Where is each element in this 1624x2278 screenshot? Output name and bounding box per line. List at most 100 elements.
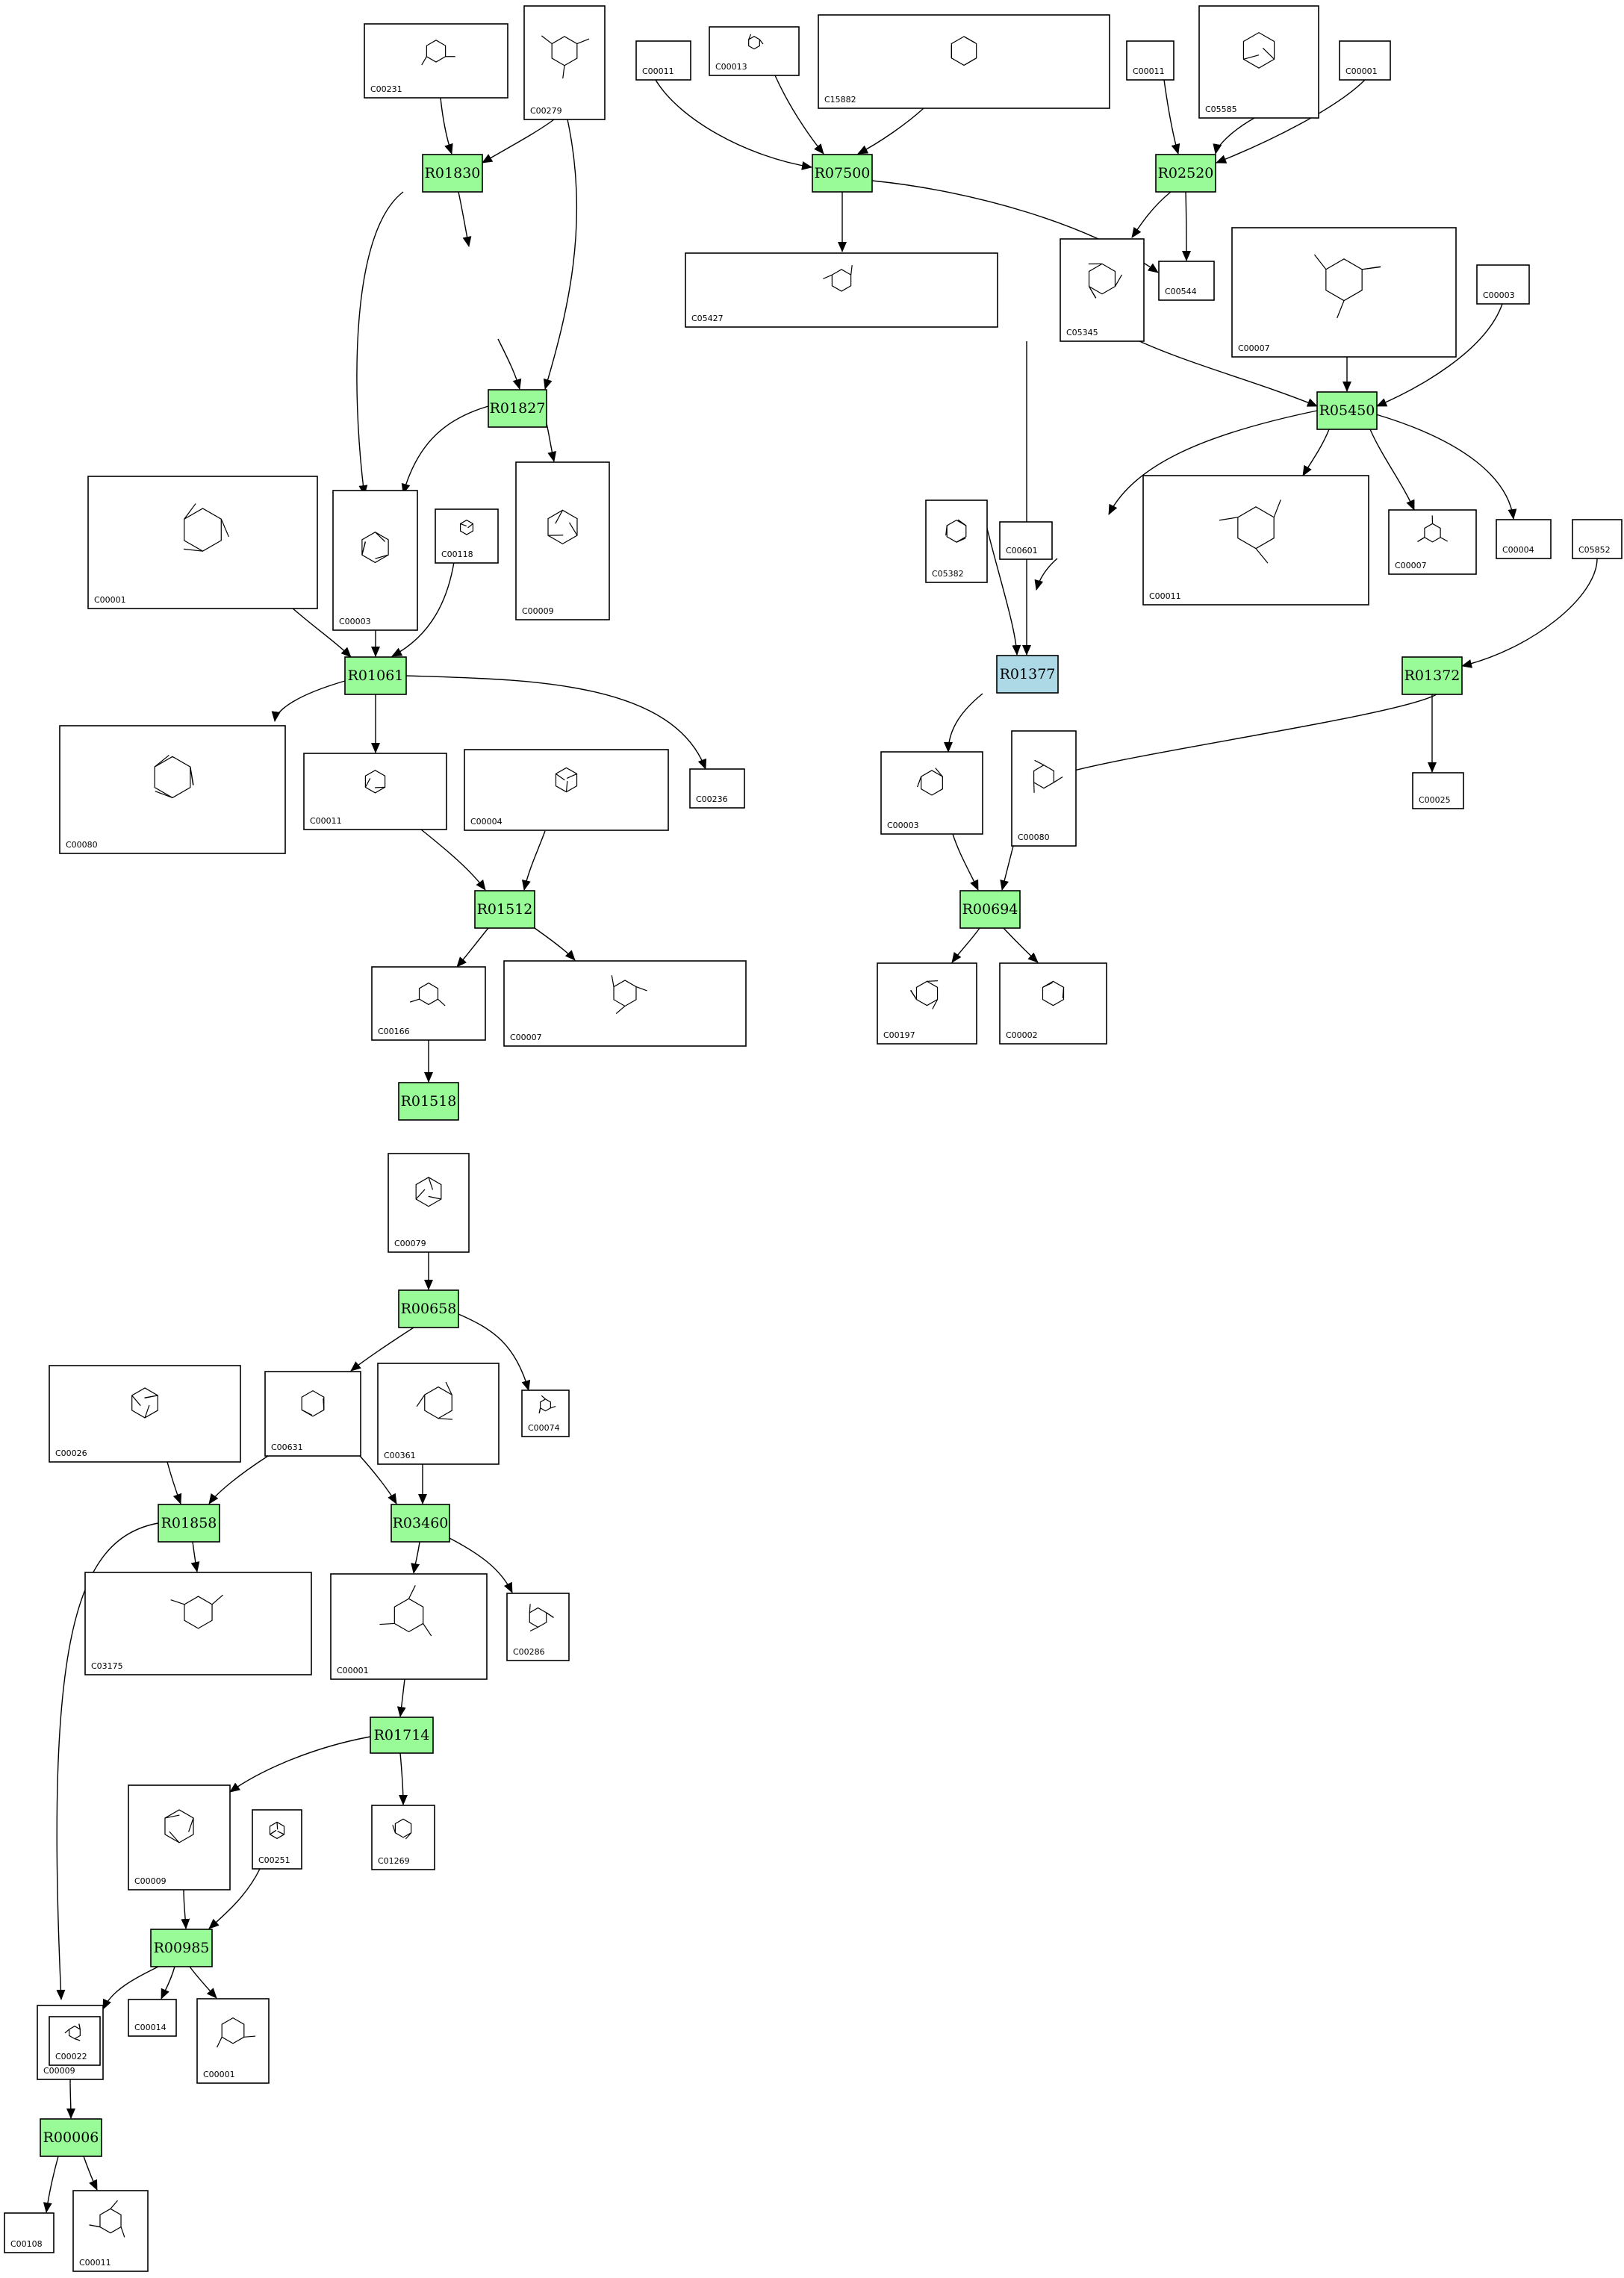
- edge-arrow: [401, 405, 489, 494]
- reaction-node[interactable]: R01714: [370, 1717, 434, 1754]
- compound-node[interactable]: C00001: [1339, 40, 1391, 81]
- compound-box: [59, 725, 286, 854]
- compound-node[interactable]: C00079: [388, 1153, 470, 1253]
- compound-node[interactable]: C00001: [330, 1573, 488, 1680]
- edge-arrow: [83, 2156, 98, 2191]
- compound-id: C00011: [642, 66, 674, 76]
- compound-node[interactable]: C05382: [925, 500, 988, 583]
- compound-node[interactable]: C00025: [1412, 772, 1464, 809]
- compound-node[interactable]: C00004: [1496, 519, 1552, 559]
- reaction-box: [959, 890, 1021, 929]
- reaction-node[interactable]: R00658: [398, 1289, 459, 1328]
- reaction-id: R01377: [1000, 666, 1056, 682]
- compound-id: C00080: [1018, 833, 1050, 842]
- compound-node[interactable]: C00236: [689, 768, 745, 809]
- compound-node[interactable]: C00013: [709, 26, 800, 76]
- compound-node[interactable]: C00007: [503, 960, 747, 1047]
- reaction-id: R01061: [348, 667, 404, 684]
- compound-node[interactable]: C05345: [1060, 238, 1145, 342]
- compound-box: [877, 962, 977, 1045]
- compound-node[interactable]: C01269: [371, 1805, 435, 1870]
- reaction-node[interactable]: R00985: [150, 1929, 213, 1967]
- compound-node[interactable]: C00279: [523, 5, 606, 120]
- compound-node[interactable]: C00011: [1142, 475, 1369, 606]
- compound-node[interactable]: C00080: [59, 725, 286, 854]
- structure-drawing: [529, 1604, 554, 1632]
- compound-node[interactable]: C00011: [1126, 40, 1175, 81]
- compound-node[interactable]: C00004: [464, 749, 669, 831]
- reaction-node[interactable]: R00006: [40, 2118, 102, 2157]
- compound-node[interactable]: C00003: [880, 751, 983, 835]
- compound-node[interactable]: C00026: [49, 1365, 241, 1463]
- edge-arrow: [391, 561, 455, 657]
- reaction-node[interactable]: R00694: [959, 890, 1021, 929]
- reaction-node[interactable]: R01372: [1401, 656, 1463, 695]
- compound-node[interactable]: C00009: [128, 1784, 231, 1890]
- reaction-box: [398, 1289, 459, 1328]
- compound-node[interactable]: C05852: [1572, 519, 1623, 559]
- compound-box: [925, 500, 988, 583]
- reaction-node[interactable]: R01827: [488, 389, 547, 428]
- compound-node[interactable]: C00003: [1476, 264, 1530, 305]
- reaction-node[interactable]: R01061: [344, 656, 407, 695]
- compound-node[interactable]: C00011: [303, 753, 447, 830]
- structure-drawing: [1033, 759, 1063, 793]
- reaction-id: R02520: [1158, 165, 1214, 181]
- reaction-node[interactable]: R05450: [1316, 391, 1378, 430]
- compound-node[interactable]: C03175: [84, 1572, 312, 1675]
- compound-node[interactable]: C00002: [999, 962, 1107, 1045]
- compound-node[interactable]: C00011: [72, 2190, 149, 2272]
- reaction-node[interactable]: R02520: [1155, 154, 1216, 193]
- structure-drawing: [541, 35, 590, 79]
- compound-id: C03175: [91, 1661, 123, 1671]
- compound-box: [999, 521, 1053, 560]
- compound-node[interactable]: C00001: [87, 476, 318, 609]
- compound-node[interactable]: C00118: [435, 508, 499, 564]
- compound-node[interactable]: C00009: [515, 461, 610, 620]
- compound-node[interactable]: C00231: [364, 23, 508, 99]
- compound-node[interactable]: C00003: [332, 490, 418, 631]
- reaction-node[interactable]: R01518: [398, 1082, 459, 1121]
- compound-box: [49, 2016, 101, 2066]
- compound-node[interactable]: C00197: [877, 962, 977, 1045]
- compound-node[interactable]: C00361: [377, 1363, 500, 1465]
- compound-node[interactable]: C00014: [128, 1999, 177, 2037]
- compound-box: [377, 1363, 500, 1465]
- compound-box: [49, 1365, 241, 1463]
- compound-node[interactable]: C00166: [371, 966, 486, 1041]
- compound-node[interactable]: C05427: [685, 252, 998, 328]
- reaction-node[interactable]: R07500: [812, 154, 873, 193]
- compound-node[interactable]: C00251: [252, 1809, 302, 1870]
- reaction-id: R01830: [425, 165, 481, 181]
- compound-node[interactable]: C00074: [521, 1389, 570, 1437]
- compound-node[interactable]: C00022: [49, 2016, 101, 2066]
- edge-arrow: [161, 1966, 175, 2000]
- compound-node[interactable]: C00007: [1231, 227, 1457, 358]
- compound-node[interactable]: C00001: [196, 1998, 270, 2084]
- edge-arrow: [985, 522, 1021, 656]
- compound-node[interactable]: C00601: [999, 521, 1053, 560]
- compound-node[interactable]: C00286: [506, 1593, 570, 1661]
- compound-id: C00601: [1006, 546, 1038, 556]
- structure-drawing: [1219, 500, 1281, 564]
- compound-node[interactable]: C00011: [635, 40, 691, 81]
- edge-arrow: [404, 675, 707, 770]
- compound-node[interactable]: C00007: [1388, 509, 1477, 575]
- reaction-node[interactable]: R01377: [996, 655, 1059, 694]
- reaction-node[interactable]: R01830: [422, 154, 483, 193]
- compound-id: C00166: [378, 1027, 410, 1036]
- compound-id: C00631: [271, 1443, 303, 1452]
- reaction-id: R05450: [1319, 402, 1375, 419]
- compound-id: C00026: [55, 1448, 87, 1458]
- compound-node[interactable]: C00631: [264, 1371, 361, 1457]
- compound-node[interactable]: C00080: [1011, 730, 1077, 847]
- compound-node[interactable]: C15882: [818, 14, 1110, 109]
- reaction-node[interactable]: R03460: [391, 1504, 450, 1543]
- compound-node[interactable]: C00108: [4, 2212, 55, 2253]
- reaction-node[interactable]: R01512: [474, 890, 535, 929]
- structure-drawing: [748, 34, 764, 50]
- edge-arrow: [458, 1313, 531, 1391]
- compound-node[interactable]: C00544: [1158, 261, 1215, 301]
- reaction-node[interactable]: R01858: [158, 1504, 220, 1543]
- compound-node[interactable]: C05585: [1198, 5, 1319, 119]
